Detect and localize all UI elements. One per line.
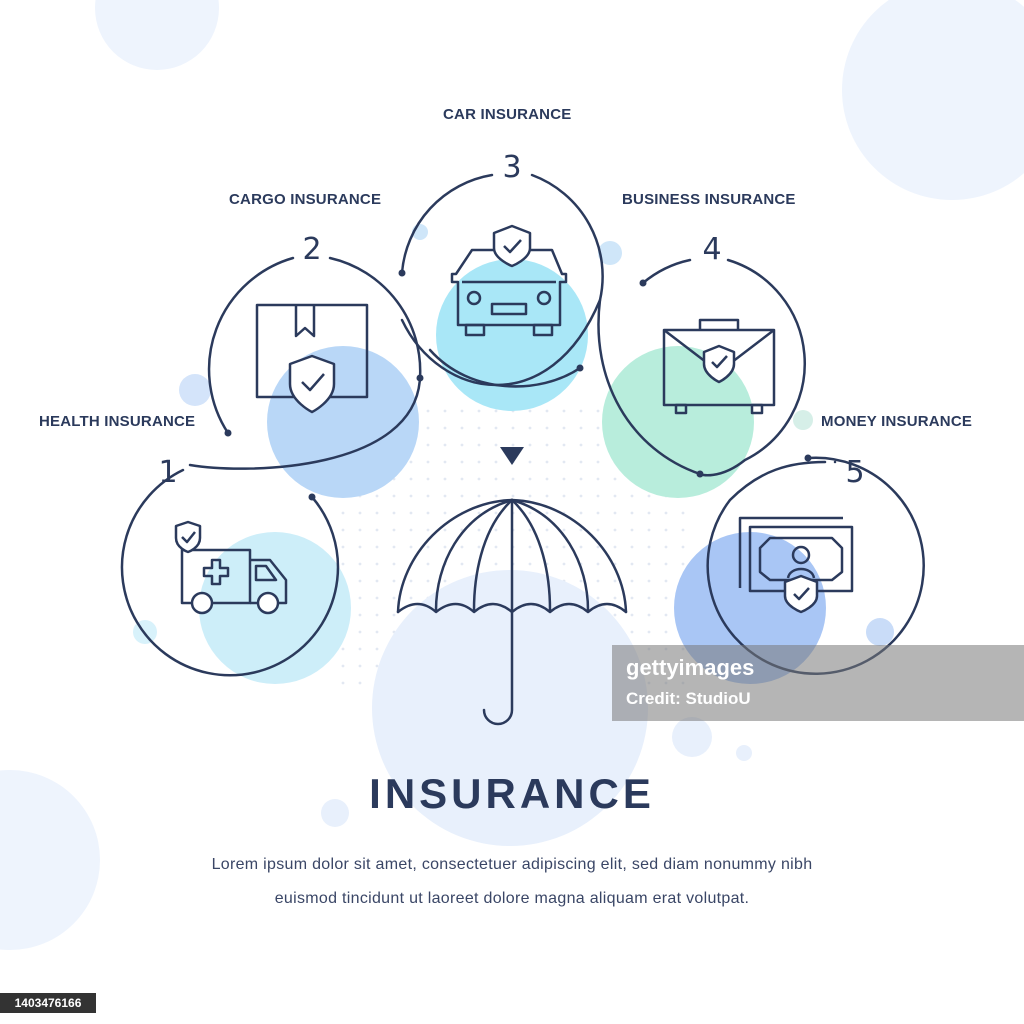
step-number-1: 1 <box>158 455 178 490</box>
step-number-5: 5 <box>845 455 865 490</box>
down-arrow-icon <box>500 447 524 465</box>
label-car-insurance: CAR INSURANCE <box>443 106 572 123</box>
description-line-1: Lorem ipsum dolor sit amet, consectetuer… <box>211 856 813 873</box>
step-number-4: 4 <box>702 232 722 267</box>
step-number-3: 3 <box>502 150 522 185</box>
connector-dots <box>224 269 812 501</box>
page-title: INSURANCE <box>369 770 655 817</box>
watermark-brand: gettyimages <box>626 655 755 680</box>
description-line-2: euismod tincidunt ut laoreet dolore magn… <box>274 890 750 907</box>
step-number-2: 2 <box>302 232 322 267</box>
ambulance-icon <box>174 520 288 615</box>
connector-line <box>120 173 925 677</box>
box-shield-icon <box>255 303 369 414</box>
money-shield-icon <box>738 516 854 614</box>
car-shield-icon <box>450 224 568 337</box>
label-health-insurance: HEALTH INSURANCE <box>39 413 196 430</box>
watermark: gettyimages Credit: StudioU <box>612 645 1024 721</box>
watermark-credit: Credit: StudioU <box>626 689 751 708</box>
umbrella-icon <box>396 498 628 726</box>
label-money-insurance: MONEY INSURANCE <box>821 413 973 430</box>
label-business-insurance: BUSINESS INSURANCE <box>622 191 796 208</box>
briefcase-shield-icon <box>662 318 776 415</box>
stock-id-badge: 1403476166 <box>0 993 96 1013</box>
label-cargo-insurance: CARGO INSURANCE <box>229 191 382 208</box>
